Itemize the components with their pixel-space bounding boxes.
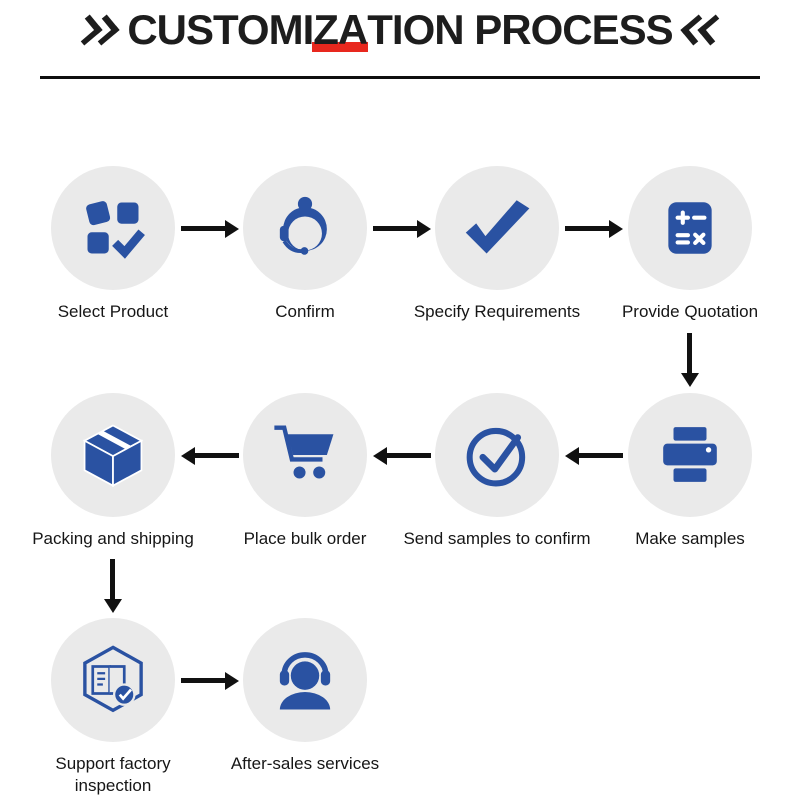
flow-arrow-down [687, 333, 692, 373]
flow-arrow-right [373, 226, 417, 231]
node-circle [628, 166, 752, 290]
node-label: Confirm [275, 302, 335, 321]
node-packing-shipping: Packing and shipping [13, 393, 213, 550]
flow-arrow-left [579, 453, 623, 458]
node-label: Packing and shipping [32, 529, 194, 548]
node-send-samples: Send samples to confirm [397, 393, 597, 550]
flow-arrow-left [387, 453, 431, 458]
headset-support-icon [279, 652, 331, 710]
node-label: Select Product [57, 302, 169, 321]
title-part1: CUSTOMI [127, 6, 314, 53]
node-factory-inspection: Support factory inspection [13, 618, 213, 797]
title-accent: ZA [313, 6, 368, 53]
node-select-product: Select Product [13, 166, 213, 323]
node-label: Support factory inspection [55, 754, 171, 795]
flow-arrow-right [181, 678, 225, 683]
double-chevron-left-icon [680, 14, 729, 46]
node-specify-requirements: Specify Requirements [397, 166, 597, 323]
node-provide-quotation: Provide Quotation [590, 166, 790, 323]
node-circle [243, 166, 367, 290]
header-divider [40, 76, 760, 79]
node-label: Provide Quotation [621, 302, 759, 321]
node-label: Make samples [635, 529, 745, 548]
title-part2: TION PROCESS [367, 6, 673, 53]
node-circle [51, 618, 175, 742]
node-label: Send samples to confirm [403, 529, 591, 548]
node-circle [435, 166, 559, 290]
node-label: Specify Requirements [413, 302, 581, 321]
node-circle [628, 393, 752, 517]
checkmark-icon [465, 200, 530, 254]
product-grid-icon [86, 201, 145, 259]
shopping-cart-icon [274, 425, 334, 479]
flow-arrow-left [195, 453, 239, 458]
node-after-sales: After-sales services [205, 618, 405, 775]
flow-arrow-down [110, 559, 115, 599]
node-confirm: Confirm [205, 166, 405, 323]
node-label: After-sales services [230, 754, 380, 773]
double-chevron-right-icon [71, 14, 120, 46]
node-circle [435, 393, 559, 517]
node-circle [243, 618, 367, 742]
node-circle [51, 166, 175, 290]
customer-service-icon [279, 196, 327, 255]
printer-icon [663, 427, 717, 482]
factory-inspection-icon [83, 645, 143, 713]
page-title: CUSTOMIZATION PROCESS [127, 6, 673, 54]
flow-arrow-right [565, 226, 609, 231]
node-place-bulk-order: Place bulk order [205, 393, 405, 550]
node-make-samples: Make samples [590, 393, 790, 550]
package-box-icon [82, 424, 144, 488]
calculator-icon [668, 202, 712, 254]
flow-arrow-right [181, 226, 225, 231]
node-circle [243, 393, 367, 517]
check-circle-icon [466, 427, 526, 487]
header: CUSTOMIZATION PROCESS [0, 6, 800, 54]
node-circle [51, 393, 175, 517]
node-label: Place bulk order [243, 529, 367, 548]
